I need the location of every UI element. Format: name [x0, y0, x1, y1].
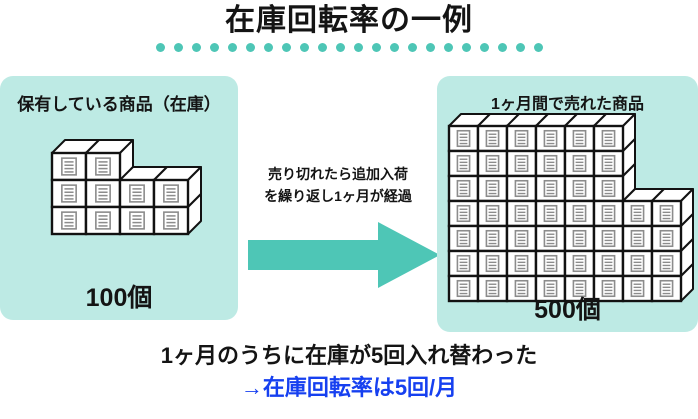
carton-box-icon — [476, 224, 509, 253]
divider-dot — [425, 43, 435, 52]
divider-dot — [155, 43, 165, 52]
right-arrow-icon — [248, 222, 440, 293]
carton-box-icon — [592, 249, 625, 278]
carton-box-icon — [447, 149, 480, 178]
inventory-panel: 保有している商品（在庫） 100個 — [0, 76, 238, 320]
carton-box-icon — [534, 149, 567, 178]
sold-panel: 1ヶ月間で売れた商品 500個 — [437, 76, 698, 332]
carton-box-icon — [592, 113, 636, 153]
carton-box-icon — [505, 149, 538, 178]
process-caption: 売り切れたら追加入荷 を繰り返し1ヶ月が経過 — [240, 163, 436, 207]
carton-box-icon — [534, 249, 567, 278]
dotted-divider — [0, 43, 698, 52]
conclusion-text: 1ヶ月のうちに在庫が5回入れ替わった →在庫回転率は5回/月 — [0, 340, 698, 404]
divider-dot — [407, 43, 417, 52]
conclusion-line2: →在庫回転率は5回/月 — [240, 375, 458, 400]
carton-box-icon — [118, 205, 156, 236]
divider-dot — [263, 43, 273, 52]
carton-box-icon — [505, 199, 538, 228]
divider-dot — [317, 43, 327, 52]
carton-box-icon — [476, 174, 509, 203]
carton-box-icon — [505, 224, 538, 253]
sold-count-label: 500個 — [534, 296, 601, 324]
carton-box-icon — [84, 205, 122, 236]
carton-box-icon — [650, 263, 694, 303]
divider-dot — [281, 43, 291, 52]
carton-box-icon — [505, 249, 538, 278]
inventory-box-stack — [50, 138, 207, 245]
divider-dot — [497, 43, 507, 52]
carton-box-icon — [534, 174, 567, 203]
process-caption-line1: 売り切れたら追加入荷 — [268, 166, 408, 182]
carton-box-icon — [447, 174, 480, 203]
carton-box-icon — [534, 199, 567, 228]
carton-box-icon — [563, 274, 596, 303]
carton-box-icon — [476, 249, 509, 278]
divider-dot — [173, 43, 183, 52]
divider-dot — [191, 43, 201, 52]
carton-box-icon — [563, 249, 596, 278]
carton-box-icon — [534, 274, 567, 303]
carton-box-icon — [592, 199, 625, 228]
carton-box-icon — [50, 139, 100, 182]
divider-dot — [335, 43, 345, 52]
carton-box-icon — [621, 249, 654, 278]
carton-box-icon — [476, 149, 509, 178]
carton-box-icon — [50, 178, 88, 209]
carton-box-icon — [476, 199, 509, 228]
divider-dot — [515, 43, 525, 52]
carton-box-icon — [447, 199, 480, 228]
divider-dot — [299, 43, 309, 52]
carton-box-icon — [447, 249, 480, 278]
carton-box-icon — [563, 149, 596, 178]
carton-box-icon — [621, 274, 654, 303]
carton-box-icon — [592, 138, 636, 178]
divider-dot — [209, 43, 219, 52]
sold-panel-title: 1ヶ月間で売れた商品 — [491, 96, 644, 113]
inventory-panel-title: 保有している商品（在庫） — [17, 95, 221, 114]
carton-box-icon — [84, 139, 134, 182]
divider-dot — [533, 43, 543, 52]
carton-box-icon — [592, 224, 625, 253]
carton-box-icon — [505, 174, 538, 203]
sold-box-stack — [447, 112, 698, 312]
carton-box-icon — [563, 224, 596, 253]
divider-dot — [443, 43, 453, 52]
carton-box-icon — [152, 193, 202, 236]
carton-box-icon — [563, 199, 596, 228]
carton-box-icon — [50, 205, 88, 236]
divider-dot — [353, 43, 363, 52]
divider-dot — [389, 43, 399, 52]
process-caption-line2: を繰り返し1ヶ月が経過 — [264, 188, 412, 204]
carton-box-icon — [84, 178, 122, 209]
divider-dot — [227, 43, 237, 52]
divider-dot — [371, 43, 381, 52]
divider-dot — [461, 43, 471, 52]
carton-box-icon — [447, 224, 480, 253]
divider-dot — [479, 43, 489, 52]
carton-box-icon — [621, 224, 654, 253]
carton-box-icon — [534, 224, 567, 253]
carton-box-icon — [534, 113, 578, 153]
divider-dot — [245, 43, 255, 52]
page-title: 在庫回転率の一例 — [225, 4, 473, 37]
carton-box-icon — [563, 174, 596, 203]
inventory-count-label: 100個 — [85, 284, 153, 312]
conclusion-line1: 1ヶ月のうちに在庫が5回入れ替わった — [160, 343, 538, 368]
